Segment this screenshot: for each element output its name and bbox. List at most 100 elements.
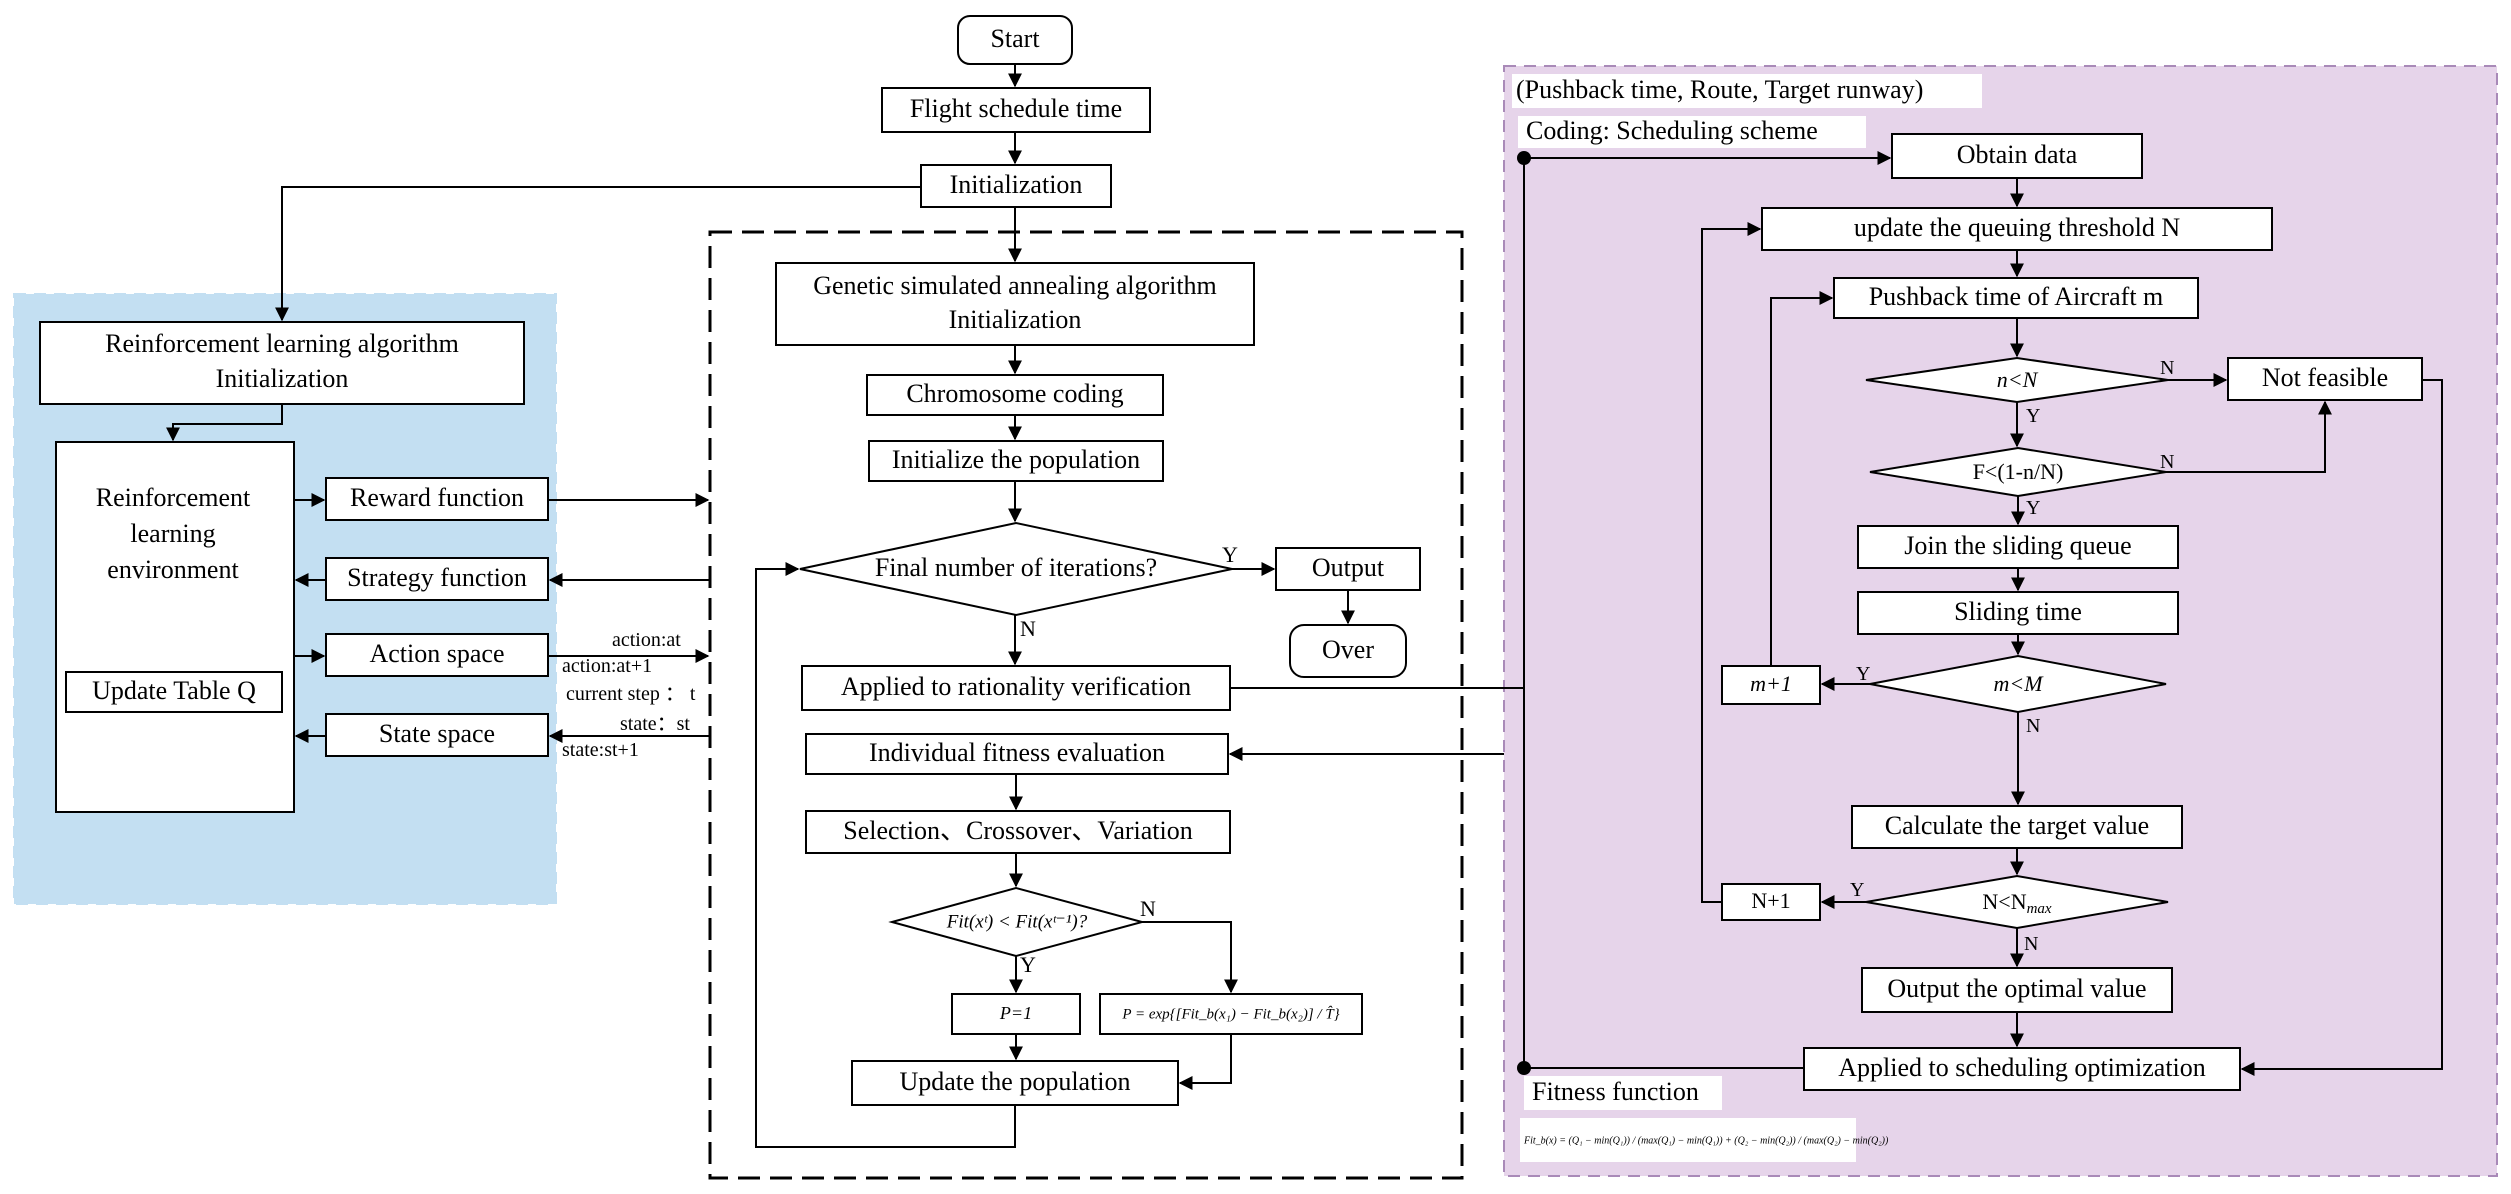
not-feasible-label: Not feasible	[2262, 363, 2388, 392]
n-label-nmax: N	[2024, 933, 2038, 955]
selection-label: Selection、Crossover、Variation	[843, 816, 1193, 845]
p-one-label: P=1	[999, 1003, 1032, 1023]
y-label-fcond: Y	[2026, 497, 2040, 519]
fitness-title-bg	[1524, 1076, 1722, 1110]
f-cond-label: F<(1-n/N)	[1973, 459, 2064, 484]
rl-env-line1: Reinforcement	[96, 483, 251, 512]
final-iterations-label: Final number of iterations?	[875, 553, 1157, 582]
gsa-frame	[708, 230, 1464, 1180]
chromosome-label: Chromosome coding	[906, 379, 1123, 408]
state-st1-label: state:st+1	[562, 739, 639, 761]
edge-rlalgo-env	[166, 404, 283, 442]
pushback-box	[1833, 277, 2199, 319]
output-optimal-box	[1861, 967, 2173, 1013]
over-label: Over	[1322, 635, 1374, 664]
applied-sched-label: Applied to scheduling optimization	[1838, 1053, 2206, 1082]
strategy-label: Strategy function	[347, 563, 527, 592]
update-population-box	[851, 1060, 1179, 1106]
edge-fcond-notfeasible	[2166, 400, 2332, 473]
n-lt-nmax-decision	[1865, 874, 2169, 930]
not-feasible-box	[2227, 357, 2423, 401]
coding-bg	[1518, 116, 1866, 148]
rl-algo-box	[39, 321, 525, 405]
rl-env-line2: learning	[130, 519, 215, 548]
start-label: Start	[990, 24, 1040, 53]
initialization-box	[920, 164, 1112, 208]
sliding-time-label: Sliding time	[1954, 597, 2082, 626]
action-at-label: action:at	[612, 629, 681, 651]
m-lt-m-decision	[1869, 654, 2167, 714]
y-label-fitcmp: Y	[1020, 952, 1036, 977]
obtain-data-box	[1891, 133, 2143, 179]
flight-schedule-box	[881, 87, 1151, 133]
strategy-box	[325, 557, 549, 601]
edge-notfeasible-applied	[2240, 379, 2443, 1076]
fit-compare-label: Fit(xᵗ) < Fit(xᵗ⁻¹)?	[946, 911, 1088, 932]
n-label-mm: N	[2026, 715, 2040, 737]
edge-loop-back	[755, 562, 1016, 1148]
p-one-box	[951, 993, 1081, 1035]
edge-fitcmp-pexp	[1142, 921, 1238, 994]
obtain-data-label: Obtain data	[1957, 140, 2078, 169]
update-q-label: Update Table Q	[92, 676, 256, 705]
coding-label: Coding: Scheduling scheme	[1526, 116, 1818, 145]
action-label: Action space	[369, 639, 504, 668]
applied-sched-box	[1803, 1047, 2241, 1091]
m-plus-box	[1721, 665, 1821, 705]
edge-mplus-pushback	[1770, 291, 1834, 666]
over-terminal	[1289, 624, 1407, 678]
action-box	[325, 633, 549, 677]
fitness-formula-bg	[1520, 1118, 1856, 1162]
output-optimal-label: Output the optimal value	[1887, 974, 2146, 1003]
n-label-fcond: N	[2160, 451, 2174, 473]
fitness-title: Fitness function	[1532, 1077, 1699, 1106]
m-lt-m-label: m<M	[1993, 671, 2044, 696]
rl-algo-line2: Initialization	[216, 364, 349, 393]
n-label-fitcmp: N	[1140, 896, 1156, 921]
edge-nplus-update	[1701, 222, 1762, 903]
state-label: State space	[379, 719, 495, 748]
output-label: Output	[1312, 553, 1385, 582]
selection-box	[805, 810, 1231, 854]
p-exp-box	[1099, 993, 1363, 1035]
chromosome-box	[866, 374, 1164, 416]
gsa-init-line2: Initialization	[949, 305, 1082, 334]
y-label-nmax: Y	[1850, 879, 1864, 901]
gsa-init-line1: Genetic simulated annealing algorithm	[813, 271, 1217, 300]
y-label-final: Y	[1222, 542, 1238, 567]
reward-label: Reward function	[350, 483, 524, 512]
n-plus-label: N+1	[1751, 888, 1790, 913]
gsa-init-box	[775, 262, 1255, 346]
update-threshold-label: update the queuing threshold N	[1854, 213, 2181, 242]
n-label-final: N	[1020, 616, 1036, 641]
sched-header: (Pushback time, Route, Target runway)	[1516, 75, 1923, 104]
sched-header-bg	[1512, 74, 1982, 108]
init-population-label: Initialize the population	[892, 445, 1140, 474]
fitness-eval-box	[805, 733, 1229, 775]
initialization-label: Initialization	[950, 170, 1083, 199]
n-lt-nmax-label: N<Nmax	[1982, 889, 2052, 917]
calc-target-label: Calculate the target value	[1885, 811, 2149, 840]
flight-schedule-label: Flight schedule time	[910, 94, 1122, 123]
join-queue-label: Join the sliding queue	[1904, 531, 2131, 560]
rl-env-box	[55, 441, 295, 813]
current-step-label: current step ： t	[566, 683, 696, 705]
calc-target-box	[1851, 805, 2183, 849]
fitness-eval-label: Individual fitness evaluation	[869, 738, 1165, 767]
edge-pexp-update	[1178, 1034, 1232, 1090]
output-box	[1275, 547, 1421, 591]
reward-box	[325, 477, 549, 521]
y-label-mm: Y	[1856, 663, 1870, 685]
edge-init-rl	[275, 186, 921, 322]
pushback-label: Pushback time of Aircraft m	[1869, 282, 2164, 311]
update-population-label: Update the population	[899, 1067, 1130, 1096]
init-population-box	[868, 440, 1164, 482]
m-plus-label: m+1	[1750, 671, 1792, 696]
update-q-box	[65, 671, 283, 713]
n-label-nn: N	[2160, 357, 2174, 379]
rl-algo-line1: Reinforcement learning algorithm	[105, 329, 459, 358]
action-at1-label: action:at+1	[562, 655, 652, 677]
p-exp-label: P = exp{[Fit_b(x₁) − Fit_b(x₂)] / T̂}	[1121, 1006, 1339, 1022]
y-label-nn: Y	[2026, 405, 2040, 427]
